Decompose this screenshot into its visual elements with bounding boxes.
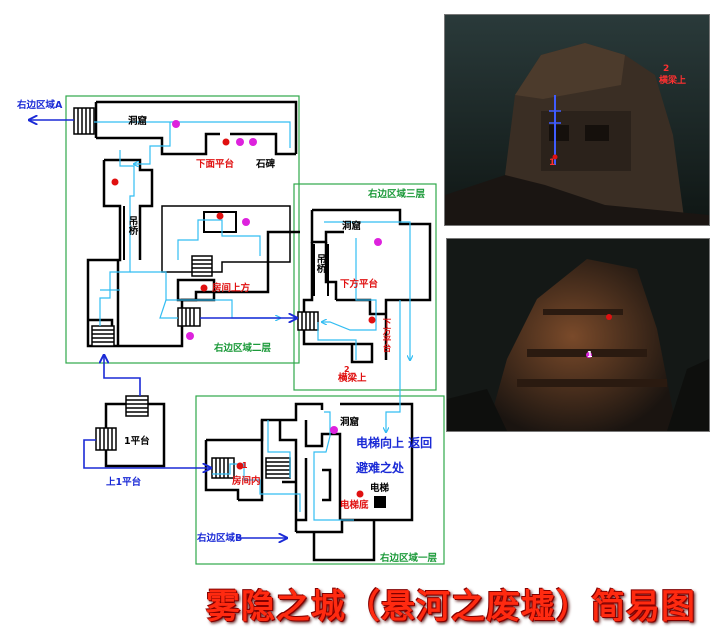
stairs-platform1-top: [125, 395, 149, 417]
stairs-zone2-top-room: [191, 255, 213, 277]
zone-2-label: 右边区域二层: [213, 342, 272, 354]
elevator-up-label: 电梯向上 返回: [356, 435, 432, 450]
platform-1-label: 1平台: [124, 435, 150, 447]
shelter-label: 避难之处: [356, 460, 405, 475]
zone-3-border: [293, 183, 437, 391]
cave-label-2: 洞窟: [341, 220, 362, 232]
stairs-platform1-left: [95, 427, 117, 451]
cave-label-3: 洞窟: [339, 416, 360, 428]
lower-platform-label: 下面平台: [196, 158, 235, 170]
beam-up-label-1: 横梁上: [338, 372, 367, 384]
room-above-label: 房间上方: [212, 282, 251, 294]
zone-3-label: 右边区域三层: [367, 188, 426, 200]
zone-1-label: 右边区域一层: [379, 552, 438, 564]
under-platform-vertical-label: 下方平台: [381, 318, 391, 353]
photo1-number-2: 2: [663, 64, 669, 74]
zone-2-walls: [86, 100, 300, 348]
stairs-zone3: [297, 311, 319, 331]
stairs-zone2-bottom-left: [91, 325, 115, 347]
elevator-block: [374, 496, 386, 508]
stairs-zone1-left: [211, 457, 235, 479]
bridge-zone3: [313, 244, 329, 296]
tower-photo-bottom: 1: [446, 238, 710, 432]
exit-arrows: [30, 120, 296, 538]
elevator-bottom-label: 电梯底: [340, 499, 369, 511]
stairs-zone-a: [73, 107, 95, 135]
cave-label-1: 洞窟: [127, 115, 148, 127]
red-markers: [111, 138, 376, 498]
number-label-2b: 2: [344, 365, 350, 374]
tower-photo-top: 1 2 横梁上: [444, 14, 710, 226]
bridge-label-2: 吊桥: [315, 254, 327, 274]
beam-up-label-2: 横梁上: [659, 74, 686, 86]
bridge-label-1: 吊桥: [127, 216, 139, 236]
room-in-label: 房间内: [232, 475, 261, 487]
bridge-zone2: [123, 206, 141, 260]
elevator-label: 电梯: [370, 482, 390, 494]
under-platform-label: 下方平台: [340, 278, 379, 290]
pink-markers: [172, 120, 382, 434]
zone-1-border: [195, 395, 445, 565]
photo2-number-1: 1: [587, 350, 593, 359]
zone-a-label: 右边区域A: [16, 99, 63, 111]
stone-tablet-label: 石碑: [255, 158, 276, 170]
up-platform-1-label: 上1平台: [106, 476, 142, 488]
photo1-number-1: 1: [549, 158, 555, 168]
number-label-1c: 1: [242, 461, 248, 470]
map-title: 雾隐之城（悬河之废墟）简易图: [206, 587, 696, 627]
stairs-zone1-mid: [265, 457, 291, 479]
zone-2-border: [65, 95, 300, 364]
stairs-zone2-mid: [177, 307, 201, 327]
zone-b-label: 右边区域B: [196, 532, 242, 544]
